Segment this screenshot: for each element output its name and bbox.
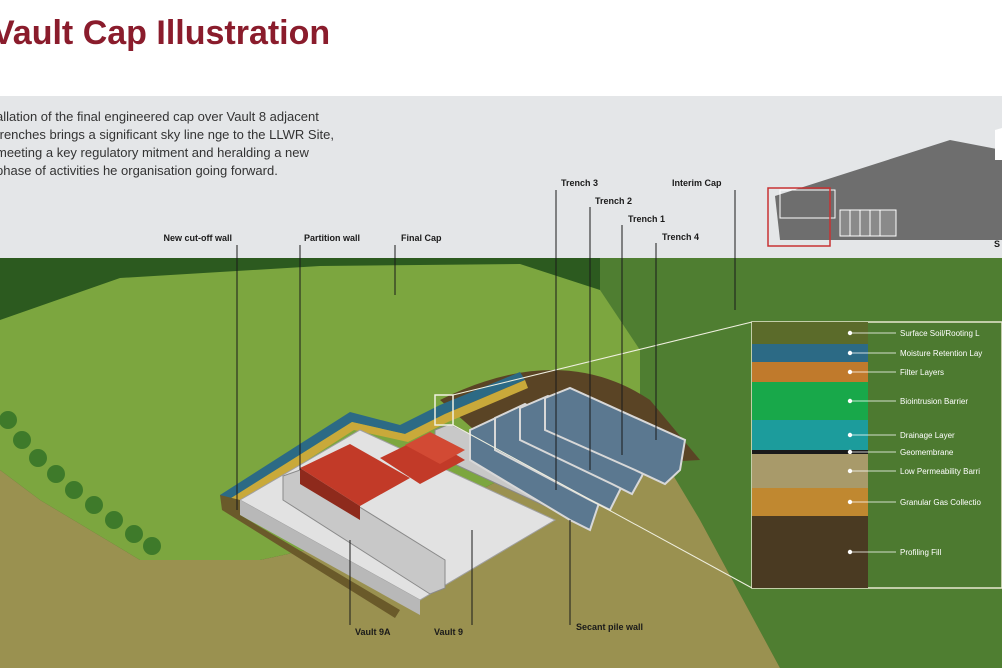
vault-base-side [240,500,420,615]
layer-label-5: Geomembrane [900,448,954,457]
label-vault-9a: Vault 9A [355,627,391,637]
layer-label-3: Biointrusion Barrier [900,397,968,406]
layer-swatch-2 [752,362,868,382]
trenches [469,386,687,532]
callout-line-2 [452,424,753,589]
site-map-inset [767,128,1002,247]
waste-block [300,444,410,506]
label-trench-1: Trench 1 [628,214,665,224]
label-partition-wall: Partition wall [304,233,360,243]
callout-line [452,321,753,396]
label-interim-cap: Interim Cap [672,178,722,188]
page-title: Vault Cap Illustration [0,14,331,52]
label-trench-3: Trench 3 [561,178,598,188]
label-new-cutoff-wall: New cut-off wall [163,233,232,243]
layer-label-7: Granular Gas Collectio [900,498,981,507]
tree-line [0,411,161,555]
leader-lines [236,190,736,625]
layer-label-1: Moisture Retention Lay [900,349,982,358]
detail-marker [434,394,454,426]
layer-swatch-1 [752,344,868,362]
layer-swatch-5 [752,450,868,454]
cap-layer-strip [220,372,525,500]
layer-label-6: Low Permeability Barri [900,467,980,476]
layer-label-0: Surface Soil/Rooting L [900,329,980,338]
layer-label-8: Profiling Fill [900,548,942,557]
label-vault-9: Vault 9 [434,627,463,637]
intro-paragraph: allation of the final engineered cap ove… [0,109,334,178]
label-final-cap: Final Cap [401,233,442,243]
layer-label-4: Drainage Layer [900,431,955,440]
label-trench-4: Trench 4 [662,232,699,242]
layer-swatch-0 [752,322,868,344]
label-secant-pile-wall: Secant pile wall [576,622,643,632]
waste-block-side [300,468,360,520]
vault-cutoff-wall [220,495,400,618]
site-map-highlight [767,187,831,247]
layer-label-2: Filter Layers [900,368,944,377]
waste-block-3 [405,432,465,464]
label-site-map: S [994,239,1000,249]
label-trench-2: Trench 2 [595,196,632,206]
